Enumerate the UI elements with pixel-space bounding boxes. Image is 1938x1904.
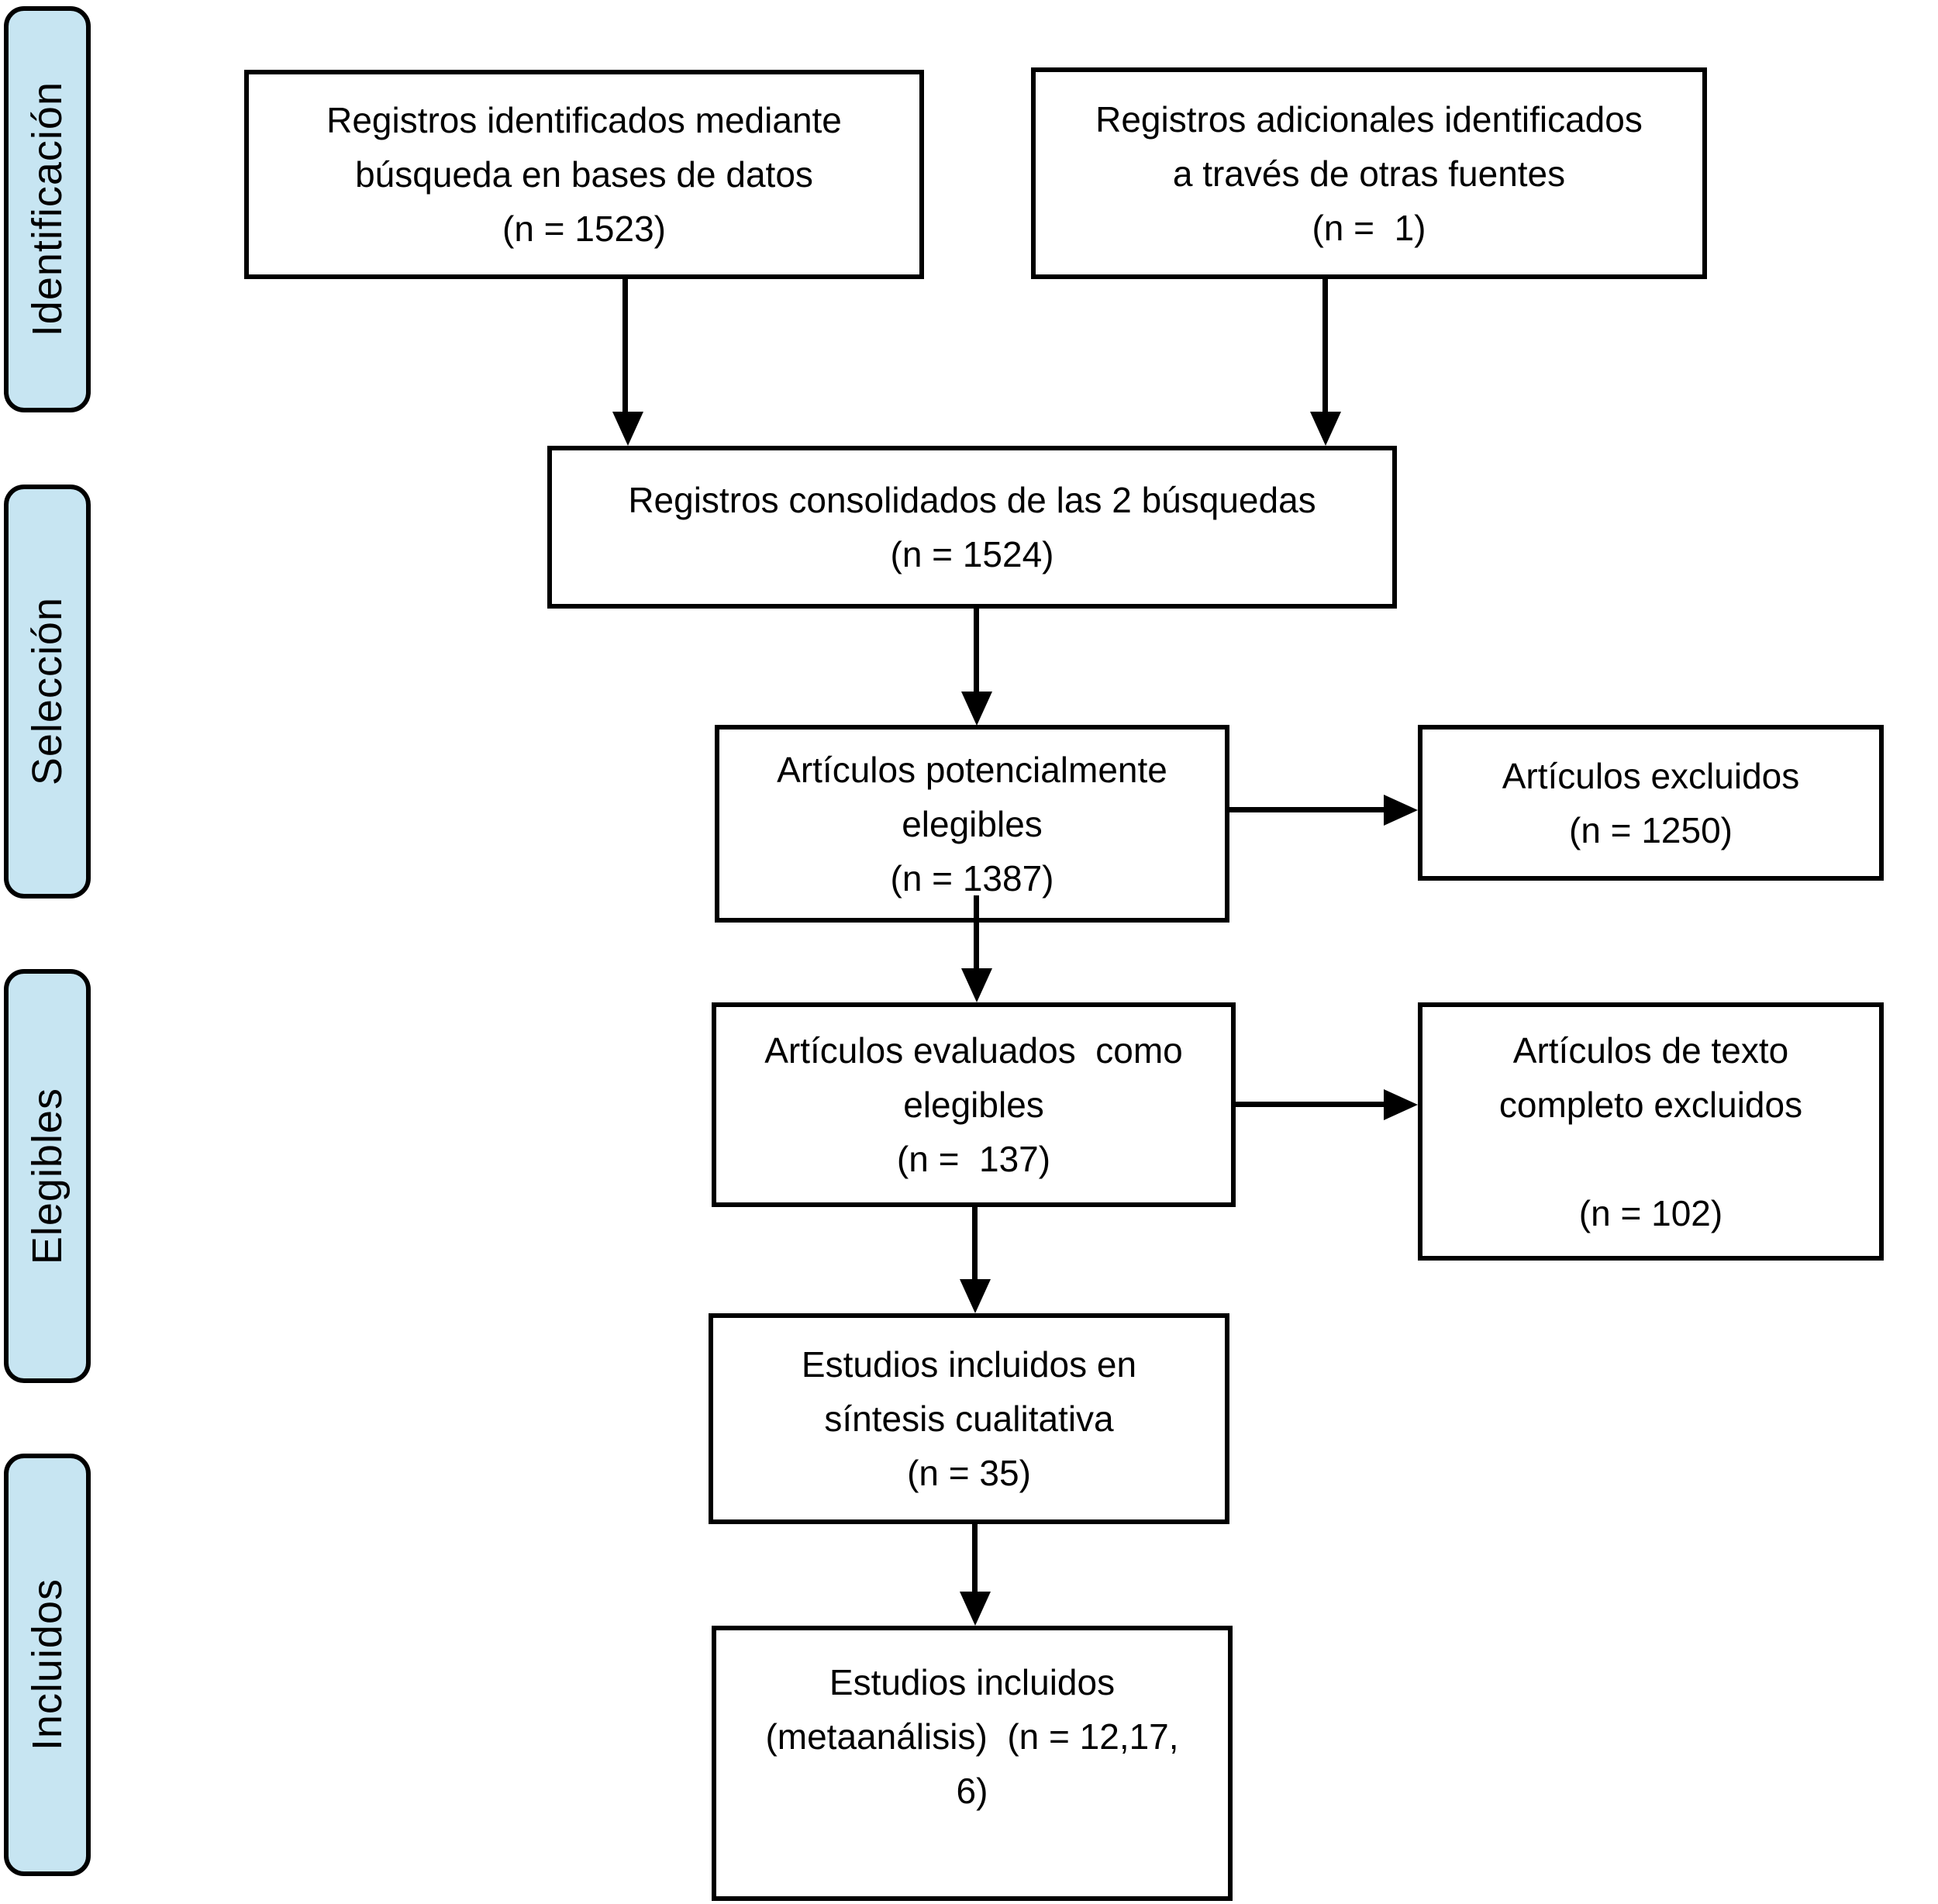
stage-label-identificacion-text: Identificación bbox=[24, 81, 71, 337]
box-articles-assessed-eligible: Artículos evaluados como elegibles (n = … bbox=[712, 1002, 1236, 1207]
box-fulltext-excluded-articles-text: Artículos de texto completo excluidos (n… bbox=[1498, 1030, 1803, 1233]
box-records-identified-other-sources-text: Registros adicionales identificados a tr… bbox=[1095, 98, 1643, 248]
arrowhead-right-icon bbox=[1384, 795, 1418, 826]
box-records-consolidated-text: Registros consolidados de las 2 búsqueda… bbox=[628, 480, 1316, 574]
arrowhead-right-icon bbox=[1384, 1089, 1418, 1120]
arrow-line bbox=[622, 279, 628, 412]
arrow-line bbox=[974, 895, 979, 968]
arrowhead-down-icon bbox=[612, 412, 643, 446]
arrow-line bbox=[972, 1524, 978, 1592]
arrow-line bbox=[1229, 807, 1384, 812]
box-excluded-articles: Artículos excluidos (n = 1250) bbox=[1418, 725, 1884, 881]
stage-label-elegibles-text: Elegibles bbox=[24, 1087, 71, 1265]
box-excluded-articles-text: Artículos excluidos (n = 1250) bbox=[1502, 755, 1800, 850]
stage-label-identificacion: Identificación bbox=[4, 6, 91, 412]
arrow-line bbox=[1236, 1102, 1384, 1107]
stage-label-incluidos-text: Incluidos bbox=[24, 1578, 71, 1751]
arrowhead-down-icon bbox=[961, 692, 992, 726]
box-articles-assessed-eligible-text: Artículos evaluados como elegibles (n = … bbox=[764, 1030, 1183, 1179]
box-potentially-eligible-articles: Artículos potencialmente elegibles (n = … bbox=[715, 725, 1229, 923]
box-studies-meta-analysis: Estudios incluidos (metaanálisis) (n = 1… bbox=[712, 1626, 1233, 1901]
box-potentially-eligible-articles-text: Artículos potencialmente elegibles (n = … bbox=[777, 749, 1167, 899]
arrowhead-down-icon bbox=[1310, 412, 1341, 446]
box-studies-meta-analysis-text: Estudios incluidos (metaanálisis) (n = 1… bbox=[765, 1662, 1179, 1811]
arrow-line bbox=[972, 1207, 978, 1279]
stage-label-seleccion-text: Selección bbox=[24, 597, 71, 786]
arrow-line bbox=[1322, 279, 1328, 412]
box-studies-qualitative-synthesis: Estudios incluidos en síntesis cualitati… bbox=[709, 1313, 1229, 1524]
stage-label-incluidos: Incluidos bbox=[4, 1454, 91, 1876]
box-fulltext-excluded-articles: Artículos de texto completo excluidos (n… bbox=[1418, 1002, 1884, 1261]
arrowhead-down-icon bbox=[960, 1592, 991, 1626]
box-studies-qualitative-synthesis-text: Estudios incluidos en síntesis cualitati… bbox=[801, 1344, 1137, 1493]
box-records-identified-database: Registros identificados mediante búsqued… bbox=[244, 70, 924, 279]
box-records-identified-database-text: Registros identificados mediante búsqued… bbox=[326, 100, 842, 249]
stage-label-seleccion: Selección bbox=[4, 485, 91, 899]
arrowhead-down-icon bbox=[960, 1279, 991, 1313]
box-records-identified-other-sources: Registros adicionales identificados a tr… bbox=[1031, 67, 1707, 279]
arrowhead-down-icon bbox=[961, 968, 992, 1002]
stage-label-elegibles: Elegibles bbox=[4, 969, 91, 1383]
box-records-consolidated: Registros consolidados de las 2 búsqueda… bbox=[547, 446, 1397, 609]
arrow-line bbox=[974, 609, 979, 692]
